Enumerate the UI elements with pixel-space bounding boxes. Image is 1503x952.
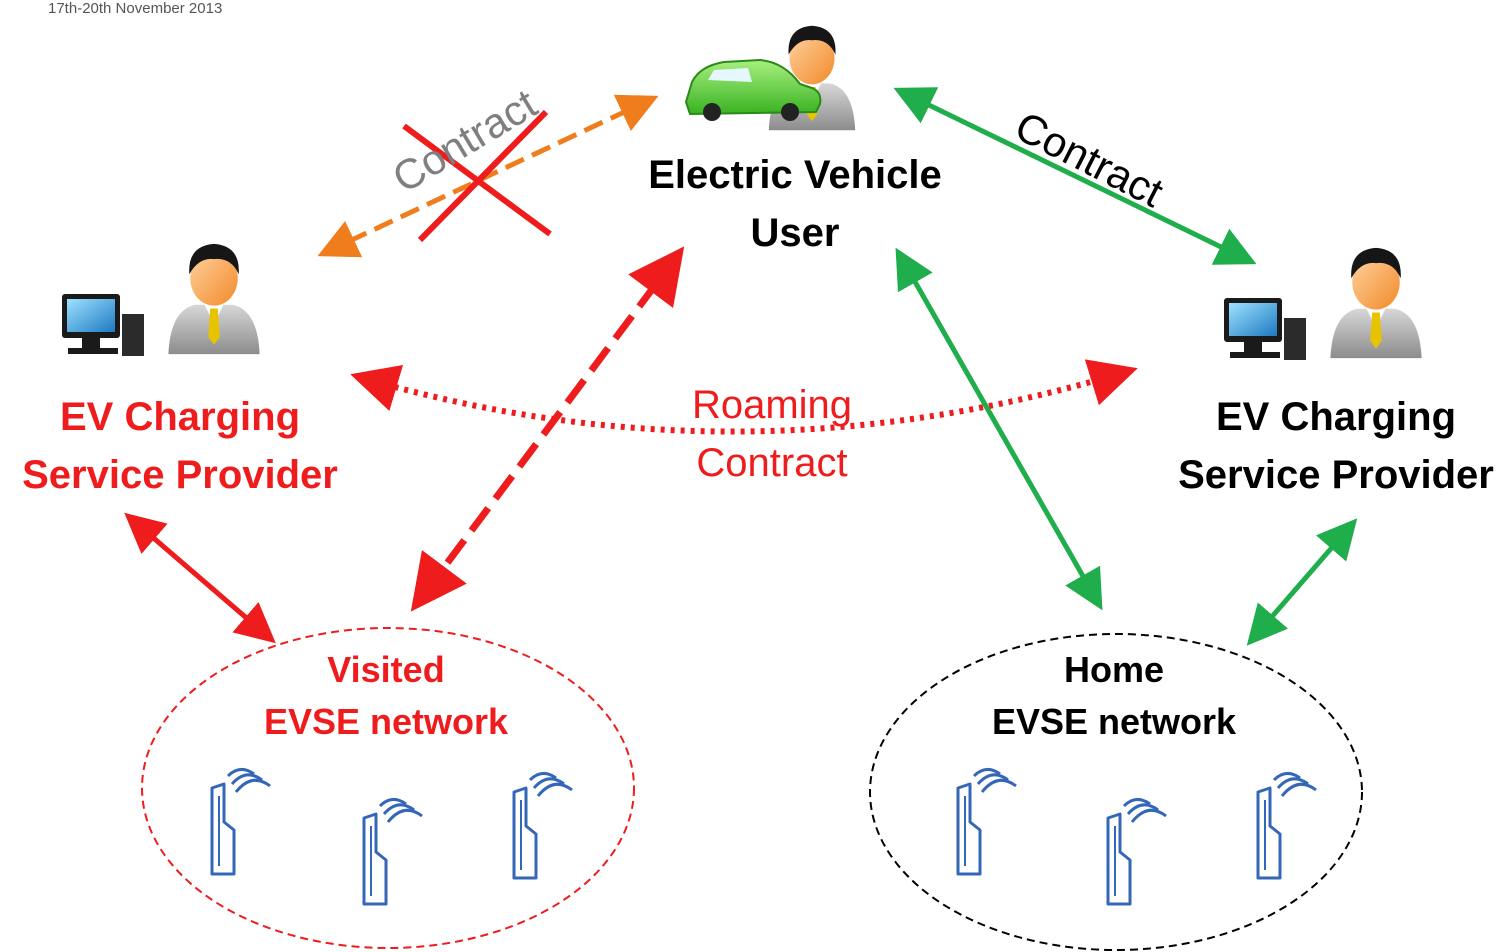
header-date: 17th-20th November 2013: [48, 0, 223, 17]
ev-user-label-line1: Electric Vehicle: [648, 153, 942, 197]
visited-network-label-line2: EVSE network: [263, 701, 509, 742]
user-home-network-arrow: [895, 247, 1103, 611]
home-contract-arrow: [893, 87, 1257, 265]
visited-provider-icon: [62, 243, 260, 356]
roaming-contract-label-line2: Contract: [696, 441, 848, 485]
charger-icon: [1256, 771, 1318, 880]
visited-provider-label-line2: Service Provider: [22, 453, 338, 497]
home-network-label: Home EVSE network: [962, 644, 1266, 748]
charger-icon: [1106, 797, 1168, 906]
user-visited-network-arrow: [410, 246, 685, 612]
home-provider-icon: [1224, 247, 1422, 360]
charger-icon: [956, 767, 1018, 876]
charger-icon: [512, 771, 574, 880]
home-provider-label-line2: Service Provider: [1178, 453, 1494, 497]
charger-icon: [362, 797, 424, 906]
visited-network-label-line1: Visited: [327, 649, 445, 690]
visited-provider-network-arrow: [124, 512, 276, 644]
roaming-contract-label-line1: Roaming: [691, 383, 853, 427]
home-network-label-line1: Home: [1063, 649, 1165, 690]
home-network-boundary: [869, 633, 1363, 951]
home-provider-network-arrow: [1246, 518, 1358, 646]
charger-icon: [210, 767, 272, 876]
ev-user-icon: [684, 25, 856, 131]
home-contract-label: Contract: [1008, 102, 1171, 216]
home-provider-label-line1: EV Charging: [1215, 395, 1457, 439]
visited-provider-label: EV Charging Service Provider: [0, 388, 360, 504]
car-icon: [684, 58, 822, 121]
ev-user-label: Electric Vehicle User: [620, 146, 970, 262]
visited-network-boundary: [141, 627, 635, 949]
crossed-contract-arrow: [317, 94, 659, 258]
ev-user-label-line2: User: [750, 211, 840, 255]
roaming-contract-label: Roaming Contract: [652, 376, 892, 492]
cross-mark-icon: [402, 109, 552, 243]
home-network-label-line2: EVSE network: [991, 701, 1237, 742]
visited-provider-label-line1: EV Charging: [59, 395, 301, 439]
visited-network-label: Visited EVSE network: [234, 644, 538, 748]
home-provider-label: EV Charging Service Provider: [1168, 388, 1503, 504]
